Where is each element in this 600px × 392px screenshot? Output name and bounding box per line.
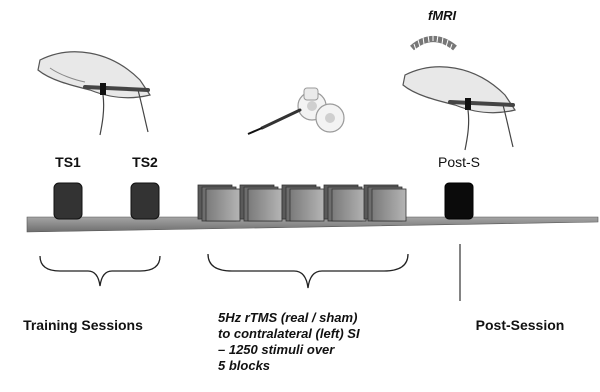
- post-s-block: [444, 182, 474, 220]
- rtms-block-4: [323, 184, 367, 222]
- protocol-line-1: 5Hz rTMS (real / sham): [218, 310, 357, 325]
- rtms-block-3: [281, 184, 325, 222]
- rtms-protocol-description: 5Hz rTMS (real / sham) to contralateral …: [218, 310, 360, 373]
- training-sessions-brace: [39, 255, 161, 287]
- rtms-block-5: [363, 184, 407, 222]
- hand-finger-stimulation-icon: [37, 51, 151, 136]
- ts1-block: [53, 182, 83, 220]
- protocol-line-3: – 1250 stimuli over: [218, 342, 335, 357]
- fmri-scanner-arc-icon: [410, 34, 457, 51]
- protocol-line-2: to contralateral (left) SI: [218, 326, 360, 341]
- hand-finger-stimulation-icon: [402, 66, 516, 151]
- rtms-block-2: [239, 184, 283, 222]
- timeline-bar: [26, 216, 599, 233]
- ts1-label: TS1: [55, 154, 81, 170]
- training-sessions-label: Training Sessions: [23, 317, 143, 333]
- ts2-label: TS2: [132, 154, 158, 170]
- tms-coil-icon: [247, 87, 345, 135]
- post-s-label: Post-S: [438, 154, 480, 170]
- rtms-block-1: [197, 184, 241, 222]
- ts2-block: [130, 182, 160, 220]
- rtms-protocol-brace: [207, 253, 409, 289]
- protocol-line-4: 5 blocks: [218, 358, 270, 373]
- post-session-label: Post-Session: [476, 317, 565, 333]
- fmri-label: fMRI: [428, 8, 457, 23]
